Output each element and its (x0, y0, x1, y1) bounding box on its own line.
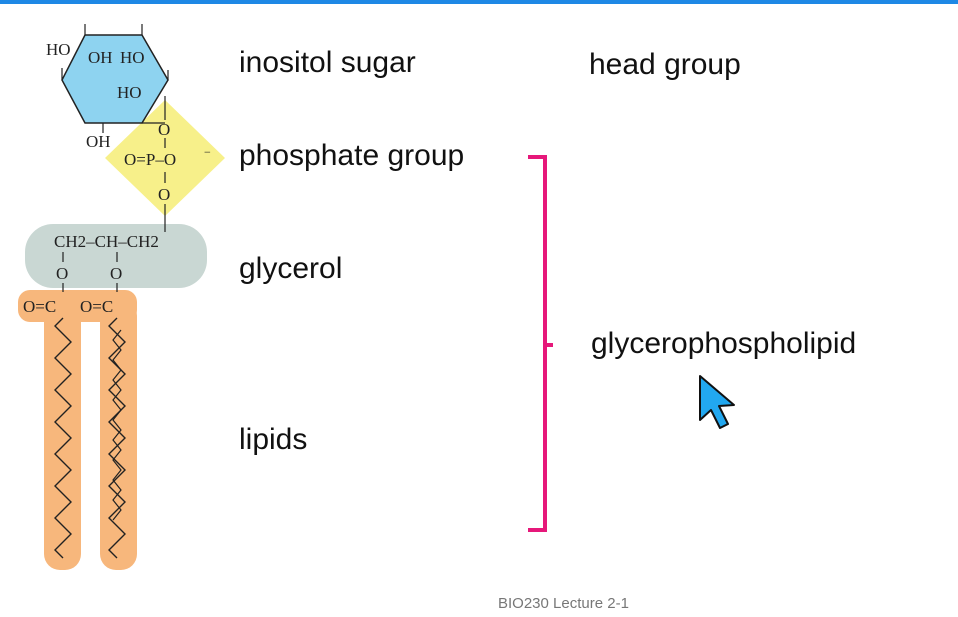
ester-label-1: O=C (23, 297, 56, 316)
saturated-chain (54, 317, 72, 559)
ring-oh: OH (88, 48, 113, 67)
footer-caption: BIO230 Lecture 2-1 (498, 595, 629, 612)
ring-ho-2: HO (120, 48, 145, 67)
inositol-ring (61, 34, 169, 124)
phosphate-center: O=P–O (124, 150, 176, 169)
glycerol-box (25, 224, 207, 288)
glycerophospholipid-label: glycerophospholipid (591, 327, 857, 360)
lipid-tail-2 (100, 300, 137, 570)
glycerol-o-1: O (56, 264, 68, 283)
phosphate-o-bottom: O (158, 185, 170, 204)
glycerol-label: glycerol (239, 252, 343, 285)
lipids-label: lipids (239, 423, 308, 456)
ring-ho-1: HO (46, 40, 71, 59)
ester-label-2: O=C (80, 297, 113, 316)
phosphate-diamond (105, 100, 225, 216)
unsaturated-chain (108, 317, 126, 559)
ring-ho-3: HO (117, 83, 142, 102)
top-accent-bar (0, 0, 958, 4)
svg-text:−: − (204, 145, 211, 159)
glycerol-chain: CH2–CH–CH2 (54, 232, 159, 251)
lipid-tail-1 (44, 300, 81, 570)
arrow-cursor-icon (699, 375, 735, 429)
phosphate-o-top: O (158, 120, 170, 139)
inositol-sugar-label: inositol sugar (239, 46, 416, 79)
glycerol-o-2: O (110, 264, 122, 283)
ring-oh-bottom: OH (86, 132, 111, 151)
bracket (528, 155, 553, 532)
ester-band (18, 290, 137, 322)
head-group-label: head group (589, 48, 741, 81)
phosphate-group-label: phosphate group (239, 139, 465, 172)
